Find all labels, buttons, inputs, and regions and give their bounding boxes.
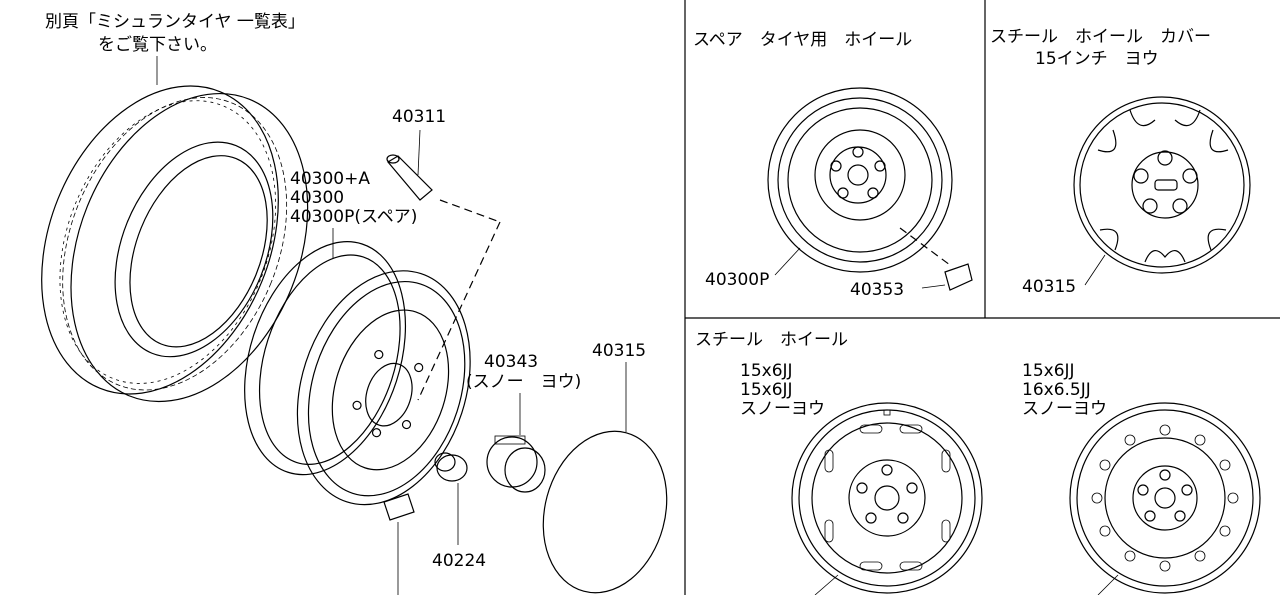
spare-wheel [767,87,953,273]
steel-panel-title: スチール ホイール [695,330,848,350]
leader-line [774,247,801,276]
steel-wheel-16 [1069,402,1261,594]
valve-stem [386,129,433,201]
right-spec-3: スノーヨウ [1022,399,1107,419]
leader-line [921,284,946,289]
tire-note-line1: 別頁「ミシュランタイヤ 一覧表」 [45,12,305,32]
right-spec-1: 15x6JJ [1022,361,1075,381]
wheel-nut [434,452,468,482]
wheel-part-2: 40300 [290,188,344,208]
hubcap [542,430,668,594]
left-spec-1: 15x6JJ [740,361,793,381]
dashed-leader [899,227,951,266]
leader-line [814,574,839,595]
nut-part-number: 40224 [432,551,486,571]
left-spec-2: 15x6JJ [740,380,793,400]
leader-line [1084,254,1106,286]
wheel-part-3: 40300P(スペア) [290,207,417,227]
cover-panel-subtitle: 15インチ ヨウ [1035,49,1159,69]
tire [41,85,309,403]
dashed-leader [417,221,501,401]
center-cap [486,435,546,493]
wheel-cover [1073,96,1251,274]
steel-wheel-15 [791,402,983,594]
spare-weight-part-number: 40353 [850,280,904,300]
dashed-leader [439,199,501,223]
spare-panel-title: スペア タイヤ用 ホイール [693,30,912,50]
center-cap-note: (スノー ヨウ) [466,372,581,392]
wheel-part-1: 40300+A [290,169,370,189]
cover-panel-title: スチール ホイール カバー [990,27,1211,47]
leader-line [1097,574,1119,595]
tire-note-line2: をご覧下さい。 [98,35,217,55]
left-spec-3: スノーヨウ [740,399,825,419]
cover-part-number: 40315 [1022,277,1076,297]
balance-weight [383,493,415,521]
right-spec-2: 16x6.5JJ [1022,380,1091,400]
center-cap-part-number: 40343 [484,352,538,372]
spare-balance-weight [944,263,973,291]
valve-part-number: 40311 [392,107,446,127]
hubcap-part-number: 40315 [592,341,646,361]
wheel [244,241,471,506]
spare-wheel-part-number: 40300P [705,270,769,290]
